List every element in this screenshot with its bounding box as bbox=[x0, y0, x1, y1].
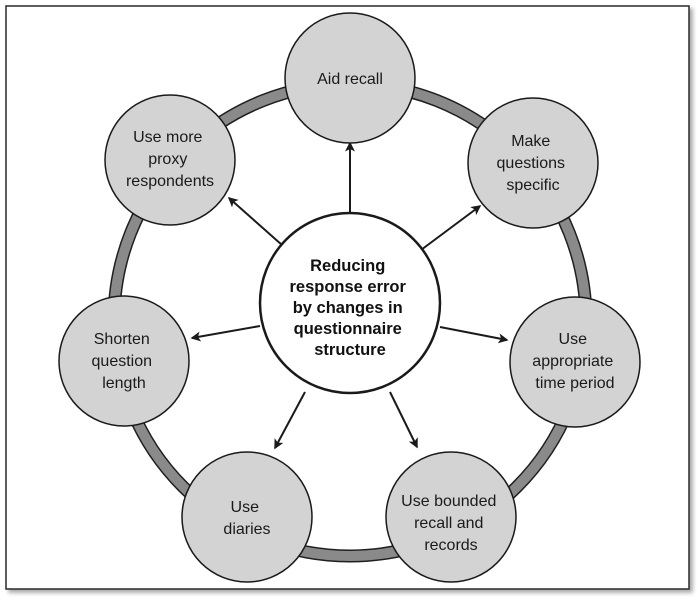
node-label-line: questions bbox=[497, 155, 566, 172]
arrow-use-appropriate-time-period bbox=[439, 326, 509, 344]
center-label-line: structure bbox=[314, 341, 386, 359]
node-label: Use more proxy respondents bbox=[126, 129, 214, 190]
node-make-questions-specific: Make questions specific bbox=[467, 97, 599, 229]
node-label: Aid recall bbox=[317, 71, 383, 88]
node-label: Shorten question length bbox=[92, 331, 157, 392]
node-label-line: Use more bbox=[133, 129, 202, 146]
node-circle bbox=[509, 296, 641, 428]
center-label-line: questionnaire bbox=[294, 320, 402, 338]
node-label-line: length bbox=[102, 375, 146, 392]
node-label: Use diaries bbox=[223, 499, 270, 538]
node-label-line: Use bbox=[231, 499, 260, 516]
node-circle bbox=[385, 451, 517, 583]
node-label-line: recall and bbox=[414, 515, 483, 532]
node-use-bounded-recall-and-records: Use bounded recall and records bbox=[385, 451, 517, 583]
node-label-line: Shorten bbox=[94, 331, 150, 348]
node-circle bbox=[467, 97, 599, 229]
node-use-appropriate-time-period: Use appropriate time period bbox=[509, 296, 641, 428]
arrow-use-more-proxy-respondents bbox=[227, 197, 283, 246]
center-circle bbox=[258, 211, 442, 395]
node-circle bbox=[181, 451, 313, 583]
node-use-more-proxy-respondents: Use more proxy respondents bbox=[104, 94, 236, 226]
arrows-layer bbox=[190, 141, 509, 450]
arrow-make-questions-specific bbox=[420, 205, 482, 251]
node-label-line: records bbox=[424, 537, 477, 554]
node-shorten-question-length: Shorten question length bbox=[58, 295, 190, 427]
node-aid-recall: Aid recall bbox=[284, 12, 416, 144]
node-circle bbox=[284, 12, 416, 144]
node-label-line: question bbox=[92, 353, 153, 370]
node-label: Use bounded recall and records bbox=[401, 493, 501, 554]
node-label-line: Use bounded bbox=[401, 493, 496, 510]
node-label-line: specific bbox=[506, 177, 559, 194]
node-label-line: Make bbox=[511, 133, 550, 150]
center-node: Reducing response error by changes in qu… bbox=[258, 211, 442, 395]
node-label-line: appropriate bbox=[532, 353, 613, 370]
node-label-line: respondents bbox=[126, 173, 214, 190]
node-label-line: Aid recall bbox=[317, 71, 383, 88]
node-circle bbox=[104, 94, 236, 226]
node-label-line: Use bbox=[559, 331, 588, 348]
node-label-line: time period bbox=[535, 375, 614, 392]
center-label-line: Reducing bbox=[310, 257, 385, 275]
center-label-line: by changes in bbox=[293, 299, 403, 317]
node-label: Make questions specific bbox=[497, 133, 570, 194]
center-label: Reducing response error by changes in qu… bbox=[289, 257, 410, 359]
node-label: Use appropriate time period bbox=[532, 331, 617, 392]
arrow-use-bounded-recall-and-records bbox=[389, 391, 418, 449]
node-circle bbox=[58, 295, 190, 427]
arrow-shorten-question-length bbox=[190, 325, 261, 342]
arrow-use-diaries bbox=[274, 391, 306, 450]
node-label-line: diaries bbox=[223, 521, 270, 538]
node-label-line: proxy bbox=[148, 151, 187, 168]
node-use-diaries: Use diaries bbox=[181, 451, 313, 583]
center-label-line: response error bbox=[289, 278, 406, 296]
